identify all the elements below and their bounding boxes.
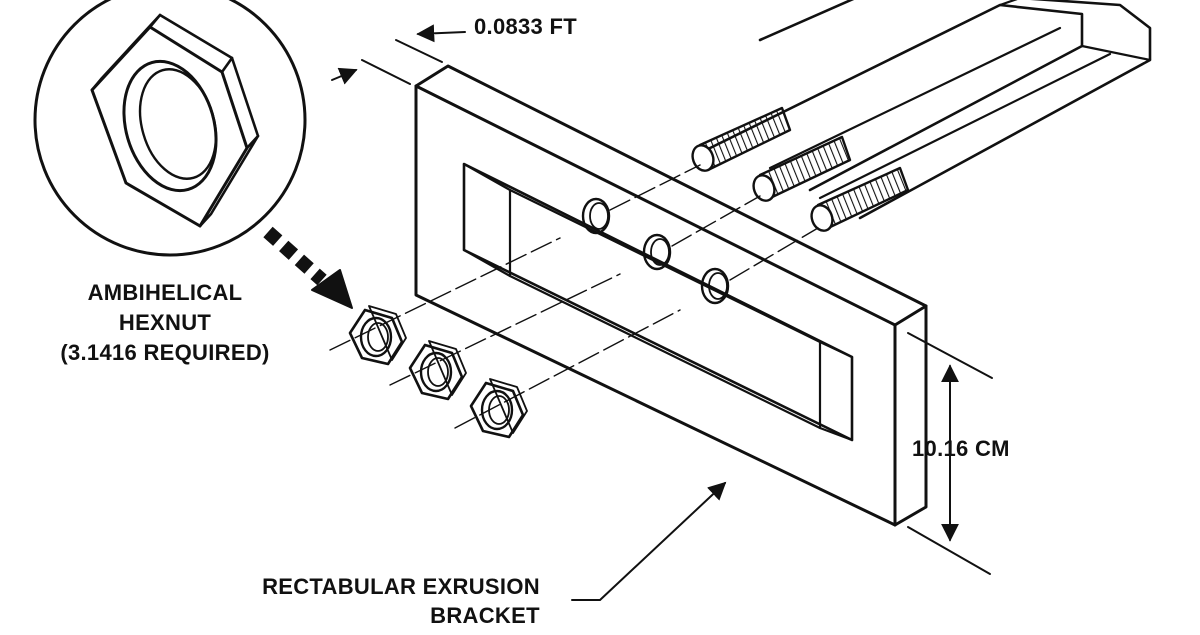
u-bolt-frame (698, 0, 1152, 220)
thickness-dimension (331, 24, 466, 85)
bracket-leader (571, 481, 727, 601)
thickness-label: 0.0833 FT (474, 14, 577, 39)
hexnut-3 (469, 378, 528, 439)
bracket-label-line2: BRACKET (430, 603, 540, 628)
hexnut-label-line1: AMBIHELICAL (87, 280, 243, 305)
dashed-arrow-icon (263, 226, 327, 286)
magnified-hexnut-icon (33, 0, 307, 257)
height-label: 10.16 CM (912, 436, 1010, 461)
height-dimension (907, 332, 993, 575)
hexnut-quantity-label: (3.1416 REQUIRED) (60, 340, 270, 365)
hexnut-1 (348, 305, 407, 366)
threaded-rods (691, 106, 910, 232)
bracket-label-line1: RECTABULAR EXRUSION (262, 574, 540, 599)
pointer-arrowhead (311, 269, 353, 309)
bracket-drawing (414, 64, 928, 527)
hexnut-label-line2: HEXNUT (118, 310, 212, 335)
hexnut-2 (408, 340, 467, 401)
alignment-lines (329, 164, 819, 429)
